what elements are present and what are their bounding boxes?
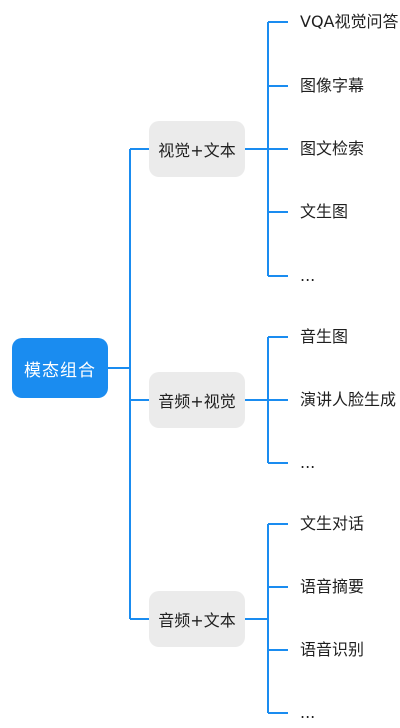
leaf-item: VQA视觉问答: [300, 12, 399, 31]
root-node-label: 模态组合: [24, 360, 96, 381]
leaf-item-ellipsis: ...: [300, 703, 316, 722]
leaf-item: 演讲人脸生成: [300, 390, 397, 409]
leaf-item: 图文检索: [300, 139, 365, 158]
leaf-item: 语音识别: [300, 640, 365, 659]
leaf-item-ellipsis: ...: [300, 266, 316, 285]
root-node: 模态组合: [12, 338, 108, 398]
branch-node-label: 音频+视觉: [158, 392, 236, 411]
branch-node-label: 视觉+文本: [158, 141, 236, 160]
branch-node-vision-text: 视觉+文本: [149, 121, 245, 177]
leaf-item: 语音摘要: [300, 577, 365, 596]
leaf-item-ellipsis: ...: [300, 453, 316, 472]
leaf-item: 图像字幕: [300, 76, 365, 95]
branch-node-label: 音频+文本: [158, 611, 236, 630]
leaf-item: 文生对话: [300, 514, 365, 533]
branch-node-audio-text: 音频+文本: [149, 591, 245, 647]
branch-node-audio-vision: 音频+视觉: [149, 372, 245, 428]
leaf-item: 文生图: [300, 202, 349, 221]
leaf-item: 音生图: [300, 327, 349, 346]
